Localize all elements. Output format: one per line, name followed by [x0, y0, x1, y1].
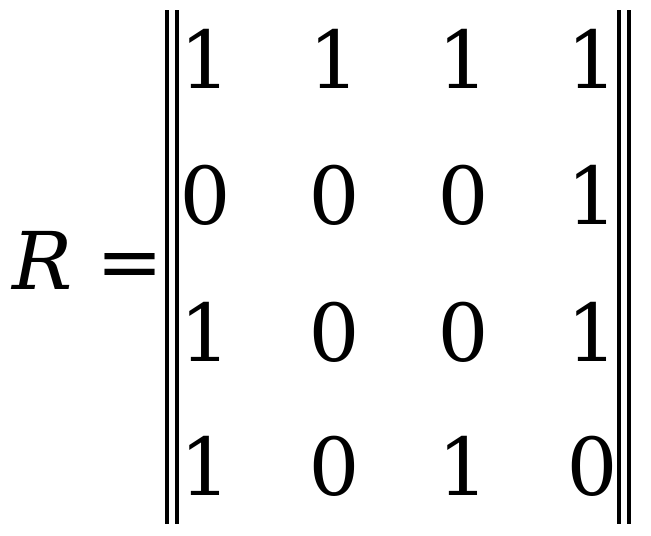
- matrix-cell-r0-c2: 1: [437, 14, 489, 107]
- left-bar-outer: [165, 10, 169, 524]
- matrix-cell-r1-c1: 0: [308, 150, 360, 243]
- right-bar-outer: [627, 10, 631, 524]
- matrix-cell-r2-c3: 1: [566, 287, 618, 380]
- matrix-cell-r0-c0: 1: [179, 14, 231, 107]
- matrix-cell-r2-c0: 1: [179, 287, 231, 380]
- matrix-cell-r0-c3: 1: [566, 14, 618, 107]
- matrix-cell-r2-c2: 0: [437, 287, 489, 380]
- left-bar-inner: [175, 10, 179, 524]
- right-bar-inner: [617, 10, 621, 524]
- matrix-cell-r1-c0: 0: [179, 150, 231, 243]
- matrix-symbol: R: [12, 215, 73, 308]
- matrix-cell-r3-c3: 0: [566, 421, 618, 514]
- matrix-cell-r3-c1: 0: [308, 421, 360, 514]
- equals-sign: =: [96, 215, 164, 308]
- matrix-cell-r2-c1: 0: [308, 287, 360, 380]
- matrix-cell-r1-c3: 1: [566, 150, 618, 243]
- matrix-cell-r3-c2: 1: [437, 421, 489, 514]
- matrix-cell-r1-c2: 0: [437, 150, 489, 243]
- matrix-cell-r3-c0: 1: [179, 421, 231, 514]
- matrix-cell-r0-c1: 1: [308, 14, 360, 107]
